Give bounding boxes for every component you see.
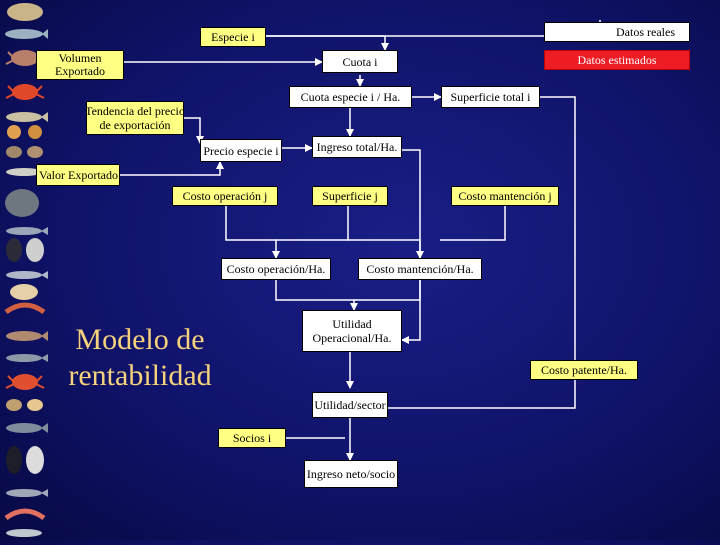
utilidad-label-line1: Utilidad xyxy=(332,317,372,331)
fish-icon xyxy=(6,529,42,537)
socios-label: Socios i xyxy=(232,431,272,445)
cuota-especie-label: Cuota especie i / Ha. xyxy=(300,90,401,104)
cuota-especie-box: Cuota especie i / Ha. xyxy=(289,86,412,108)
shrimp-icon xyxy=(4,302,46,315)
fish-icon xyxy=(6,227,48,235)
volumen-exportado-box: Volumen Exportado xyxy=(36,50,124,80)
valor-exportado-label: Valor Exportado xyxy=(39,168,118,182)
socios-box: Socios i xyxy=(218,428,286,448)
fish-icon xyxy=(6,331,48,341)
mussel-icon xyxy=(6,446,44,474)
costo-mantencion-ha-label: Costo mantención/Ha. xyxy=(366,262,474,276)
superficie-j-label: Superficie j xyxy=(322,189,378,203)
datos-reales-label: Datos reales xyxy=(616,25,675,39)
species-image-strip xyxy=(0,0,50,540)
utilidad-label-line2: Operacional/Ha. xyxy=(312,331,392,345)
fish-icon xyxy=(6,354,48,362)
oyster-icon xyxy=(5,189,39,217)
utilidad-operacional-box: Utilidad Operacional/Ha. xyxy=(302,310,402,352)
valor-exportado-box: Valor Exportado xyxy=(36,164,120,186)
costo-operacion-j-label: Costo operación j xyxy=(182,189,268,203)
costo-mantencion-j-box: Costo mantención j xyxy=(451,186,559,206)
superficie-total-label: Superficie total i xyxy=(450,90,531,104)
precio-especie-label: Precio especie i xyxy=(203,143,279,158)
marine-species-icons xyxy=(4,3,48,537)
costo-mantencion-j-label: Costo mantención j xyxy=(458,189,552,203)
fish-icon xyxy=(5,29,48,39)
title-line1: Modelo de xyxy=(75,323,205,356)
fish-icon xyxy=(6,271,48,279)
ingreso-neto-label: Ingreso neto/socio xyxy=(306,467,396,481)
cuota-label: Cuota i xyxy=(342,54,378,69)
cuota-box: Cuota i xyxy=(322,50,398,73)
mussel-icon xyxy=(6,238,44,262)
costo-patente-label: Costo patente/Ha. xyxy=(541,363,627,377)
costo-operacion-ha-box: Costo operación/Ha. xyxy=(221,258,331,280)
datos-estimados-legend: Datos estimados xyxy=(544,50,690,70)
volumen-label-line1: Volumen xyxy=(58,51,102,65)
costo-operacion-j-box: Costo operación j xyxy=(172,186,278,206)
tendencia-label-line2: de exportación xyxy=(99,118,171,132)
title-line2: rentabilidad xyxy=(68,359,212,392)
costo-patente-box: Costo patente/Ha. xyxy=(530,360,638,380)
crab-icon xyxy=(5,374,45,390)
shell-icon xyxy=(7,3,43,21)
superficie-total-box: Superficie total i xyxy=(441,86,540,108)
datos-reales-legend: Datos reales xyxy=(544,22,690,42)
shell-icon xyxy=(10,284,38,300)
precio-especie-box: Precio especie i xyxy=(200,139,282,162)
ingreso-neto-box: Ingreso neto/socio xyxy=(304,460,398,488)
tendencia-label-line1: Tendencia del precio xyxy=(86,104,184,118)
fish-icon xyxy=(6,489,48,497)
shrimp-icon xyxy=(4,508,46,521)
utilidad-sector-label: Utilidad/sector xyxy=(314,398,386,412)
fish-icon xyxy=(6,112,48,122)
costo-operacion-ha-label: Costo operación/Ha. xyxy=(226,262,326,276)
diagram-title: Modelo de rentabilidad xyxy=(50,322,230,394)
shell-icon xyxy=(7,125,42,139)
costo-mantencion-ha-box: Costo mantención/Ha. xyxy=(358,258,482,280)
fish-icon xyxy=(6,423,48,433)
volumen-label-line2: Exportado xyxy=(55,64,105,78)
datos-estimados-label: Datos estimados xyxy=(577,53,657,67)
ingreso-total-label: Ingreso total/Ha. xyxy=(316,140,398,154)
tendencia-precio-box: Tendencia del precio de exportación xyxy=(86,101,184,135)
especie-label: Especie i xyxy=(211,30,255,44)
especie-box: Especie i xyxy=(200,27,266,47)
utilidad-sector-box: Utilidad/sector xyxy=(312,392,388,418)
shell-icon xyxy=(6,399,43,411)
shell-icon xyxy=(6,146,43,158)
crab-icon xyxy=(5,84,45,100)
superficie-j-box: Superficie j xyxy=(312,186,388,206)
ingreso-total-box: Ingreso total/Ha. xyxy=(312,136,402,158)
